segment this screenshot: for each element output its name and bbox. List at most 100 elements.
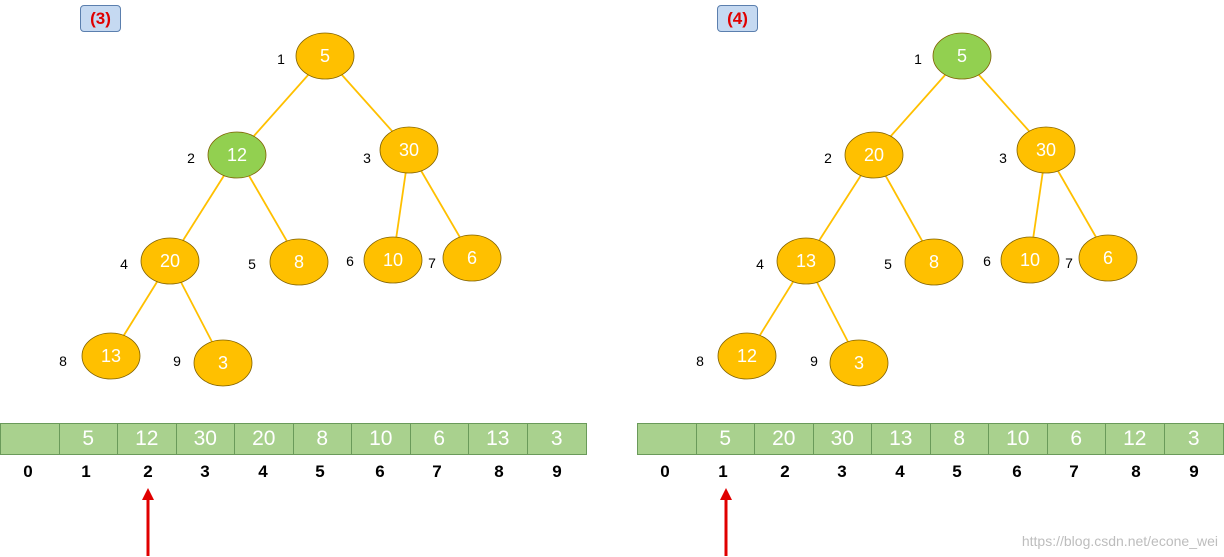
node-index-label: 8: [696, 353, 704, 369]
node-value: 12: [737, 346, 757, 366]
node-value: 5: [957, 46, 967, 66]
array-cell: 20: [235, 424, 294, 454]
highlighted-node-ellipse: [932, 32, 992, 80]
tree-node: 85: [884, 238, 964, 286]
array-cell: 10: [989, 424, 1048, 454]
node-ellipse: [829, 339, 889, 387]
array-cell: 13: [872, 424, 931, 454]
watermark: https://blog.csdn.net/econe_wei: [1021, 533, 1218, 549]
array-index-label: 0: [23, 462, 33, 481]
array-cell: 12: [118, 424, 177, 454]
array-index-label: 2: [780, 462, 790, 481]
array-index-label: 4: [895, 462, 905, 481]
node-index-label: 4: [120, 256, 128, 272]
node-index-label: 2: [187, 150, 195, 166]
node-ellipse: [1078, 234, 1138, 282]
tree-node: 51: [277, 32, 355, 80]
node-ellipse: [193, 339, 253, 387]
pointer-arrow: [720, 488, 732, 556]
node-ellipse: [904, 238, 964, 286]
node-value: 20: [160, 251, 180, 271]
array-cell: [638, 424, 697, 454]
node-value: 12: [227, 145, 247, 165]
node-ellipse: [379, 126, 439, 174]
node-value: 10: [1020, 250, 1040, 270]
array-cell: 8: [930, 424, 989, 454]
tree-node: 51: [914, 32, 992, 80]
node-value: 3: [218, 353, 228, 373]
array-cell: 12: [1106, 424, 1165, 454]
array-cell: 5: [59, 424, 118, 454]
node-index-label: 1: [277, 51, 285, 67]
node-index-label: 5: [884, 256, 892, 272]
node-index-label: 8: [59, 353, 67, 369]
array-index-label: 1: [81, 462, 91, 481]
node-ellipse: [81, 332, 141, 380]
array-index-label: 5: [952, 462, 962, 481]
array-index-label: 8: [494, 462, 504, 481]
node-ellipse: [1016, 126, 1076, 174]
node-index-label: 6: [983, 253, 991, 269]
node-index-label: 4: [756, 256, 764, 272]
node-index-label: 2: [824, 150, 832, 166]
node-ellipse: [1000, 236, 1060, 284]
node-ellipse: [717, 332, 777, 380]
array-cell: 30: [813, 424, 872, 454]
tree-node: 303: [363, 126, 439, 174]
highlighted-node-ellipse: [207, 131, 267, 179]
node-value: 13: [101, 346, 121, 366]
node-ellipse: [442, 234, 502, 282]
node-ellipse: [776, 237, 836, 285]
node-ellipse: [140, 237, 200, 285]
node-ellipse: [363, 236, 423, 284]
tree-node: 12 2: [187, 131, 267, 179]
array-cell: 6: [410, 424, 469, 454]
node-index-label: 7: [1065, 255, 1073, 271]
tree-node: 39: [173, 339, 253, 387]
step-label: (4): [717, 5, 758, 32]
node-index-label: 7: [428, 255, 436, 271]
array-index-label: 4: [258, 462, 268, 481]
node-value: 30: [1036, 140, 1056, 160]
tree-node: 202: [824, 131, 904, 179]
node-value: 30: [399, 140, 419, 160]
node-value: 10: [383, 250, 403, 270]
array-cell: 3: [527, 424, 586, 454]
node-index-label: 3: [999, 150, 1007, 166]
array-cell: 10: [352, 424, 411, 454]
array-index-label: 1: [718, 462, 728, 481]
array-index-label: 9: [552, 462, 562, 481]
array-cell: 8: [293, 424, 352, 454]
node-ellipse: [269, 238, 329, 286]
tree-node: 10 6: [983, 236, 1060, 284]
array-index-label: 8: [1131, 462, 1141, 481]
node-ellipse: [295, 32, 355, 80]
node-index-label: 9: [810, 353, 818, 369]
node-index-label: 5: [248, 256, 256, 272]
array-cell: 20: [755, 424, 814, 454]
array-index-label: 3: [200, 462, 210, 481]
array-index-label: 5: [315, 462, 325, 481]
tree-node: 30 3: [999, 126, 1076, 174]
array-index-label: 7: [432, 462, 442, 481]
node-index-label: 6: [346, 253, 354, 269]
node-index-label: 9: [173, 353, 181, 369]
tree-node: 85: [248, 238, 329, 286]
tree-node: 12 8: [696, 332, 777, 380]
tree-node: 20 4: [120, 237, 200, 285]
tree-node: 67: [428, 234, 502, 282]
node-value: 8: [294, 252, 304, 272]
array-index-label: 0: [660, 462, 670, 481]
node-ellipse: [844, 131, 904, 179]
node-value: 6: [1103, 248, 1113, 268]
array-cell: 30: [176, 424, 235, 454]
pointer-arrow: [142, 488, 154, 556]
tree-node: 134: [756, 237, 836, 285]
tree-node: 10 6: [346, 236, 423, 284]
